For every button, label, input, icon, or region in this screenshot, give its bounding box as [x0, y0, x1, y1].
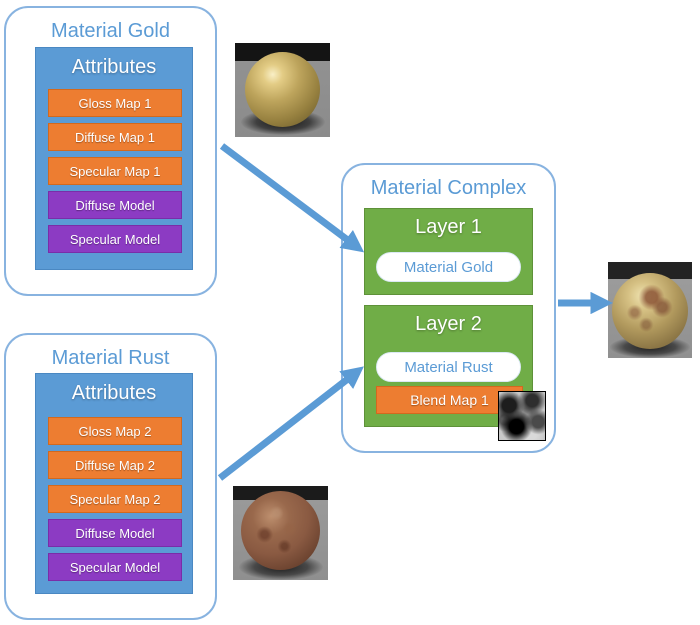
- rust-attributes-header: Attributes: [71, 382, 157, 404]
- gold-specular-map-item: Specular Map 1: [48, 157, 182, 185]
- material-rust-title: Material Rust: [51, 347, 170, 369]
- arrow-gold-to-layer1: [219, 143, 365, 253]
- material-complex-title: Material Complex: [370, 177, 527, 199]
- rust-diffuse-map-item: Diffuse Map 2: [48, 451, 182, 479]
- result-scene-black-band: [608, 262, 692, 279]
- gold-attribute-list: Gloss Map 1 Diffuse Map 1 Specular Map 1…: [48, 89, 182, 259]
- gold-diffuse-model-item: Diffuse Model: [48, 191, 182, 219]
- rust-specular-model-item: Specular Model: [48, 553, 182, 581]
- material-gold-title: Material Gold: [51, 20, 170, 42]
- layer-1-material-ref-pill: Material Gold: [376, 252, 521, 282]
- rust-sphere-preview: [233, 486, 328, 580]
- rust-attribute-list: Gloss Map 2 Diffuse Map 2 Specular Map 2…: [48, 417, 182, 587]
- layer-2: Layer 2 Material Rust Blend Map 1: [364, 305, 533, 427]
- gold-gloss-map-item: Gloss Map 1: [48, 89, 182, 117]
- rust-attributes-panel: Attributes Gloss Map 2 Diffuse Map 2 Spe…: [35, 373, 193, 594]
- gold-sphere: [245, 52, 320, 127]
- gold-sphere-preview: [235, 43, 330, 137]
- gold-diffuse-map-item: Diffuse Map 1: [48, 123, 182, 151]
- result-sphere-preview: [608, 262, 692, 358]
- layer-2-title: Layer 2: [415, 313, 482, 335]
- blend-map-noise-texture: [498, 391, 546, 441]
- rust-specular-map-item: Specular Map 2: [48, 485, 182, 513]
- rust-sphere: [241, 491, 320, 570]
- gold-attributes-panel: Attributes Gloss Map 1 Diffuse Map 1 Spe…: [35, 47, 193, 270]
- layer-1: Layer 1 Material Gold: [364, 208, 533, 295]
- gold-attributes-header: Attributes: [71, 56, 157, 78]
- layer-1-title: Layer 1: [415, 216, 482, 238]
- rust-diffuse-model-item: Diffuse Model: [48, 519, 182, 547]
- arrow-rust-to-layer2: [217, 366, 364, 481]
- rust-gloss-map-item: Gloss Map 2: [48, 417, 182, 445]
- gold-specular-model-item: Specular Model: [48, 225, 182, 253]
- result-sphere: [612, 273, 688, 349]
- layer-2-material-ref-pill: Material Rust: [376, 352, 521, 382]
